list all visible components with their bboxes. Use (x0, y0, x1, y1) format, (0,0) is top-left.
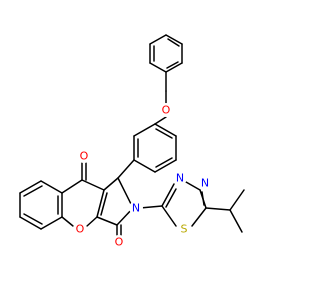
thiadiazole-ring (161, 181, 207, 227)
atom-label-o-pyran: O (76, 223, 85, 236)
benzo-ring (19, 180, 63, 230)
lactam-carbonyl (116, 224, 122, 236)
atom-label-o-lactam: O (115, 236, 124, 249)
chemical-structure-diagram: O O O O N N N S (19, 34, 245, 249)
pyran-oxygen: O (73, 222, 87, 236)
ketone-oxygen: O (77, 149, 91, 163)
n-thiadiazole-bond (139, 205, 163, 209)
pyranone-ring (61, 179, 98, 227)
ring-nitrogen: N (129, 201, 143, 215)
phenyl-ring-top (149, 34, 183, 73)
atom-label-o-ether: O (162, 104, 171, 117)
phenyl-ring-para (133, 123, 177, 173)
atom-labels: O O O O N N N S (73, 103, 212, 249)
bond-lines (19, 34, 245, 236)
atom-label-n-ring: N (132, 202, 140, 215)
isopropyl-group (205, 189, 245, 233)
atom-label-n-td2: N (201, 177, 209, 190)
atom-label-o-ketone: O (80, 150, 89, 163)
benzyloxy-linker (154, 71, 167, 125)
atom-label-s-td: S (181, 223, 188, 236)
lactam-oxygen: O (112, 235, 126, 249)
atom-label-n-td1: N (176, 172, 184, 185)
aryl-ch-bond (117, 159, 135, 179)
ketone-group (81, 162, 105, 191)
thiadiazole-sulfur: S (177, 222, 191, 236)
pyrrolone-ring (96, 177, 134, 226)
thiadiazole-nitrogen-1: N (173, 171, 187, 185)
ether-oxygen: O (159, 103, 173, 117)
thiadiazole-nitrogen-2: N (198, 176, 212, 190)
